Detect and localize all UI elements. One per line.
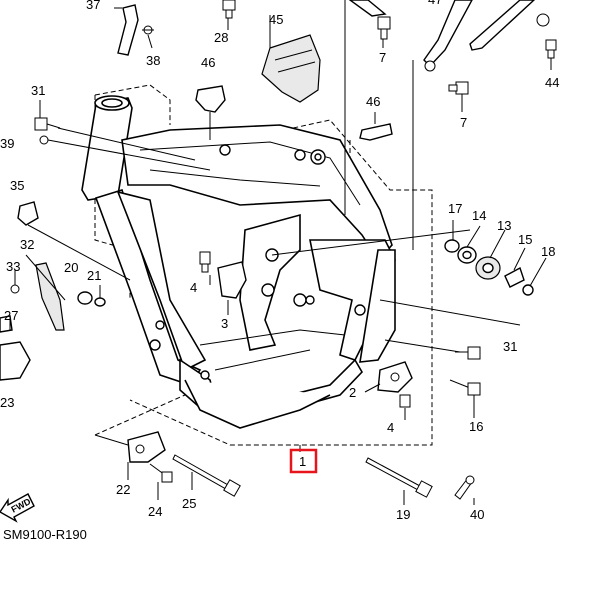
callout-19: 19 — [396, 507, 410, 522]
part-37-clip[interactable] — [117, 4, 139, 56]
part-38-screw[interactable] — [142, 25, 154, 35]
part-39-screw[interactable] — [39, 135, 49, 145]
frame-part-1[interactable] — [81, 95, 396, 429]
callout-13: 13 — [497, 218, 511, 233]
callout-1: 1 — [299, 454, 306, 469]
part-4-bolt-upper[interactable] — [199, 251, 211, 273]
part-24-bolt[interactable] — [149, 463, 173, 483]
part-27-bracket[interactable] — [0, 315, 13, 333]
part-31-bolt-left[interactable] — [34, 117, 61, 131]
callout-31-left: 31 — [31, 83, 45, 98]
part-19-long-bolt[interactable] — [365, 457, 433, 498]
callout-7-upper: 7 — [379, 50, 386, 65]
part-4-bolt-lower[interactable] — [399, 394, 411, 408]
callout-38: 38 — [146, 53, 160, 68]
part-7-bolt-upper[interactable] — [377, 16, 391, 40]
part-3-bracket[interactable] — [217, 261, 247, 299]
highlighted-callout-1[interactable]: 1 — [289, 448, 318, 474]
callout-18: 18 — [541, 244, 555, 259]
callout-16: 16 — [469, 419, 483, 434]
callout-numbers: 37 38 28 45 47 7 7 44 46 46 31 39 35 32 … — [0, 0, 559, 522]
part-31-bolt-right[interactable] — [455, 346, 481, 360]
callout-32: 32 — [20, 237, 34, 252]
callout-46-right: 46 — [366, 94, 380, 109]
part-32-guide[interactable] — [35, 262, 65, 331]
callout-14: 14 — [472, 208, 486, 223]
part-17-nut[interactable] — [444, 239, 460, 253]
diagram-code: SM9100-R190 — [3, 527, 87, 542]
callout-33: 33 — [6, 259, 20, 274]
fwd-arrow-icon: FWD — [0, 493, 35, 523]
part-21-washer[interactable] — [94, 297, 106, 307]
callout-20: 20 — [64, 260, 78, 275]
callout-23: 23 — [0, 395, 14, 410]
part-46-bracket-right[interactable] — [359, 123, 393, 141]
callout-37: 37 — [86, 0, 100, 12]
callout-22: 22 — [116, 482, 130, 497]
part-23-bracket[interactable] — [0, 341, 31, 381]
leader-lines — [9, 0, 552, 505]
part-7-bolt-lower[interactable] — [448, 81, 469, 95]
callout-45: 45 — [269, 12, 283, 27]
part-47-subframe[interactable] — [348, 0, 550, 72]
callout-31-right: 31 — [503, 339, 517, 354]
callout-27: 27 — [4, 308, 18, 323]
part-35-clamp[interactable] — [17, 201, 39, 226]
callout-35: 35 — [10, 178, 24, 193]
callout-3: 3 — [221, 316, 228, 331]
part-2-mount[interactable] — [377, 361, 413, 393]
callout-39: 39 — [0, 136, 14, 151]
callout-4-upper: 4 — [190, 280, 197, 295]
callout-25: 25 — [182, 496, 196, 511]
callout-47: 47 — [428, 0, 442, 7]
callout-17: 17 — [448, 201, 462, 216]
part-33-washer[interactable] — [10, 284, 20, 294]
callout-40: 40 — [470, 507, 484, 522]
part-13-bushing[interactable] — [475, 256, 501, 280]
callout-24: 24 — [148, 504, 162, 519]
callout-7-lower: 7 — [460, 115, 467, 130]
part-44-bolt[interactable] — [545, 39, 557, 59]
callout-28: 28 — [214, 30, 228, 45]
part-45-cover[interactable] — [261, 34, 321, 103]
part-14-bearing[interactable] — [457, 246, 477, 264]
part-18-washer[interactable] — [522, 284, 534, 296]
highlight-box — [289, 448, 318, 474]
part-16-bolt[interactable] — [449, 379, 481, 396]
part-46-bracket[interactable] — [195, 85, 226, 113]
part-40-pin[interactable] — [454, 475, 475, 500]
callout-4-lower: 4 — [387, 420, 394, 435]
part-15-collar[interactable] — [504, 266, 525, 288]
part-20-collar[interactable] — [77, 291, 93, 305]
part-22-bracket[interactable] — [127, 431, 166, 463]
callout-46-upper: 46 — [201, 55, 215, 70]
callout-15: 15 — [518, 232, 532, 247]
part-28-bolt[interactable] — [222, 0, 236, 19]
callout-2: 2 — [349, 385, 356, 400]
callout-21: 21 — [87, 268, 101, 283]
callout-44: 44 — [545, 75, 559, 90]
part-25-long-bolt[interactable] — [172, 454, 241, 497]
